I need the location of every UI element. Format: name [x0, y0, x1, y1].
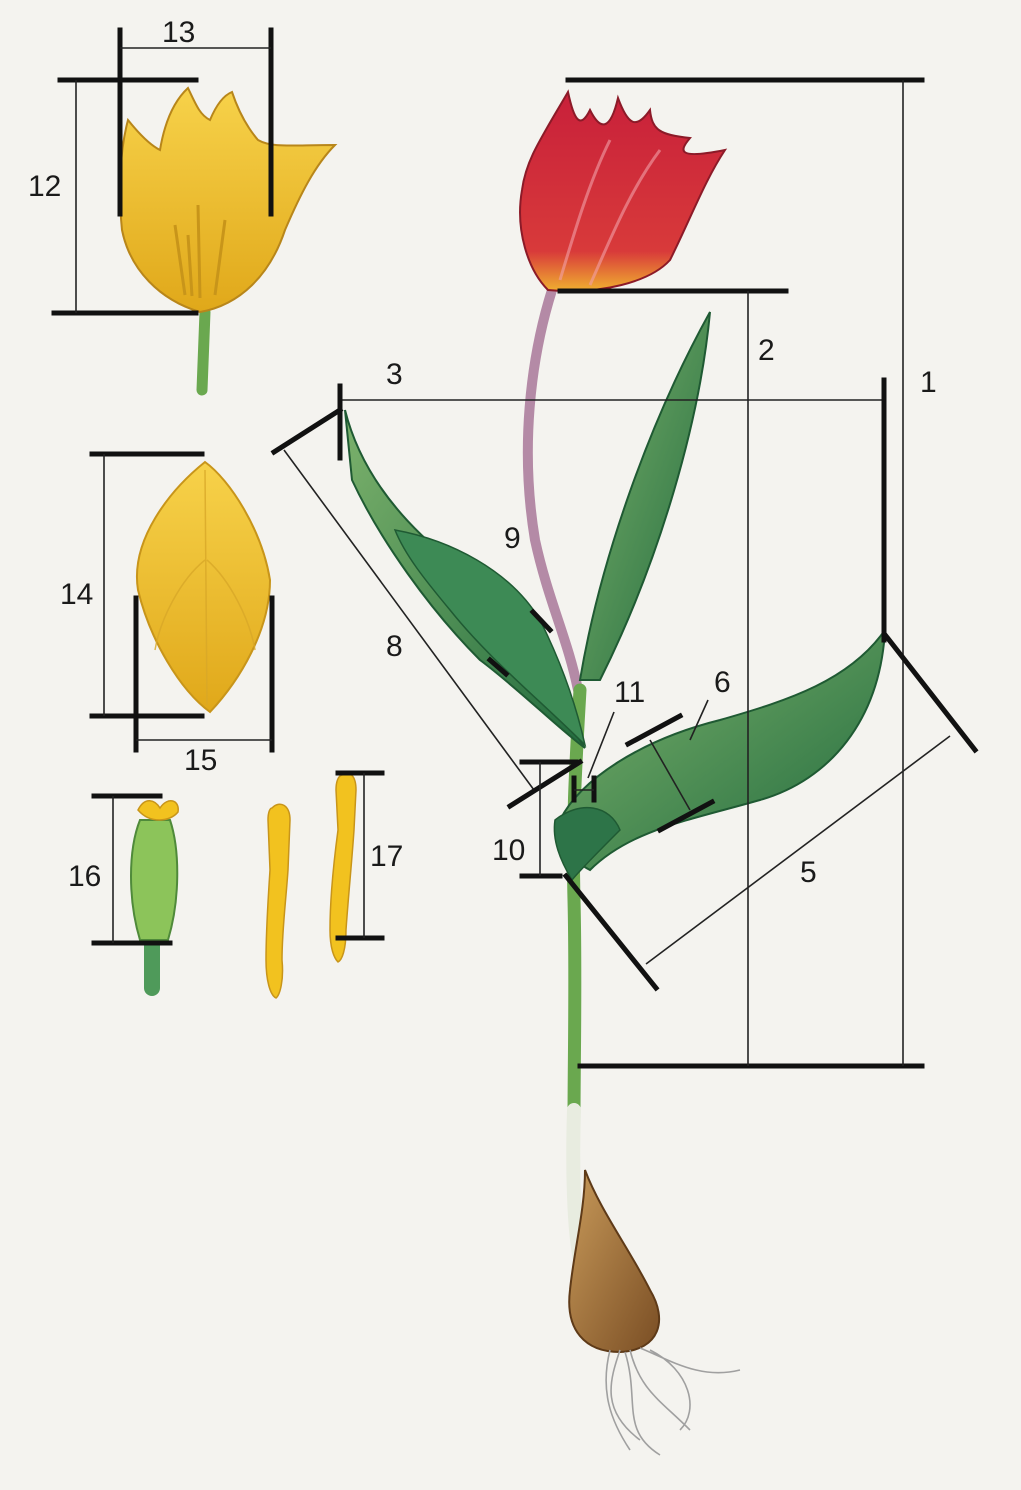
bulb	[569, 1170, 659, 1352]
label-3: 3	[386, 358, 403, 391]
detail-pistil	[131, 801, 178, 988]
red-tulip-flower	[520, 92, 725, 291]
stamen-2	[330, 773, 356, 962]
label-12: 12	[28, 170, 61, 203]
detail-stamens	[266, 773, 356, 998]
label-14: 14	[60, 578, 93, 611]
label-10: 10	[492, 834, 525, 867]
left-leaf-blade	[395, 530, 585, 745]
detail-yellow-flower	[120, 88, 335, 390]
label-2: 2	[758, 334, 775, 367]
label-16: 16	[68, 860, 101, 893]
label-8: 8	[386, 630, 403, 663]
pistil-ovary	[131, 820, 177, 940]
label-9: 9	[504, 522, 521, 555]
label-5: 5	[800, 856, 817, 889]
yellow-flower-stem	[202, 312, 205, 390]
upper-right-leaf	[580, 312, 710, 680]
label-6: 6	[714, 666, 731, 699]
label-17: 17	[370, 840, 403, 873]
pistil-stigma	[138, 801, 178, 820]
roots	[606, 1348, 740, 1455]
label-15: 15	[184, 744, 217, 777]
label-1: 1	[920, 366, 937, 399]
petal-shape	[137, 462, 270, 712]
lower-stem	[573, 690, 580, 1120]
stamen-1	[266, 804, 290, 998]
label-11: 11	[614, 676, 645, 709]
main-plant	[345, 92, 885, 1455]
label-13: 13	[162, 16, 195, 49]
yellow-flower-petals	[120, 88, 335, 312]
detail-petal	[137, 462, 270, 712]
